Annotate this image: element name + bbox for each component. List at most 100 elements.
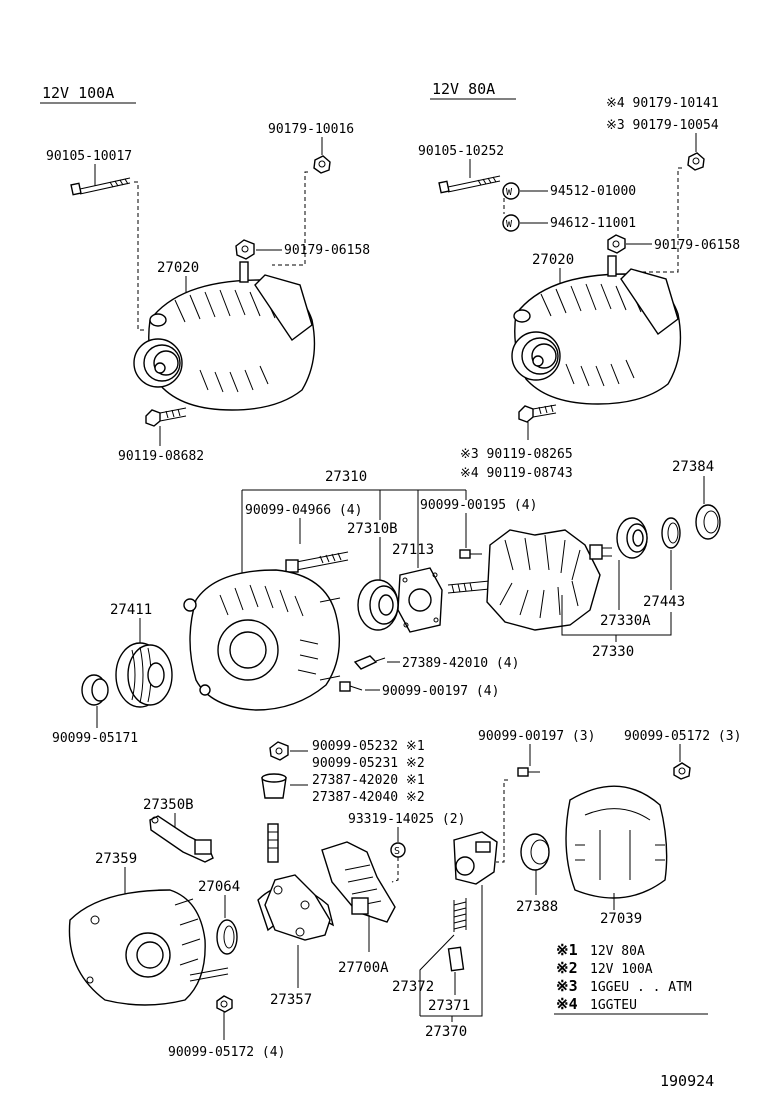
insulator-icon-27389-42010: [353, 655, 386, 670]
legend-text-2: 12V 100A: [590, 962, 653, 977]
label-27388: 27388: [516, 899, 558, 915]
nut-icon-90179-06158-right: [607, 234, 626, 254]
screw-icon-90099-00195: [459, 549, 482, 559]
rotor-icon-27330A: [447, 529, 612, 631]
bearing-icon-27388: [520, 833, 550, 871]
label-note3-90179-10054: ※3 90179-10054: [606, 118, 719, 133]
label-90099-05231: 90099-05231 ※2: [312, 756, 425, 771]
spring-icon-27372: [453, 898, 467, 932]
bolt-icon-90119-08682: [145, 407, 187, 427]
label-90179-06158-left: 90179-06158: [284, 243, 370, 258]
legend: ※1 12V 80A ※2 12V 100A ※3 1GGEU . . ATM …: [554, 941, 708, 1015]
dash-nut-left: [272, 171, 308, 266]
nut-icon-90099-05232: [269, 741, 289, 761]
bearing-cover-icon-27443: [661, 517, 681, 549]
bracket-27370: [420, 885, 483, 1017]
label-90105-10017: 90105-10017: [46, 149, 132, 164]
label-27357: 27357: [270, 992, 312, 1008]
bearing-icon-27310B: [357, 579, 399, 631]
legend-mark-1: ※1: [556, 941, 578, 959]
screw-icon-90099-00197-4: [339, 681, 363, 692]
label-27064: 27064: [198, 879, 240, 895]
label-27384: 27384: [672, 459, 714, 475]
rear-cover-icon-27039: [565, 785, 668, 899]
seal-icon-27064: [216, 919, 238, 955]
rear-housing-icon-27359: [68, 889, 229, 1006]
rectifier-icon-27357: [257, 823, 335, 941]
terminal-plate-icon-27350B: [149, 815, 214, 863]
label-27020-left: 27020: [157, 260, 199, 276]
label-note3-90119-08265: ※3 90119-08265: [460, 447, 573, 462]
svg-text:W: W: [506, 219, 513, 230]
svg-text:W: W: [506, 187, 513, 198]
dash-bolt-left: [134, 181, 146, 331]
nut-icon-90179-06158-left: [235, 239, 255, 260]
pulley-icon-27411: [115, 642, 173, 708]
label-90099-00197-3: 90099-00197 (3): [478, 729, 595, 744]
label-note4-90119-08743: ※4 90119-08743: [460, 466, 573, 481]
label-90179-10016: 90179-10016: [268, 122, 354, 137]
alternator-assembly-icon-left: [133, 261, 316, 411]
label-27387-42040: 27387-42040 ※2: [312, 790, 425, 805]
alternator-assembly-icon-right: [511, 255, 682, 405]
bearing-icon-rear: [616, 517, 648, 559]
label-90179-06158-right: 90179-06158: [654, 238, 740, 253]
bolt-icon-90119-08265: [518, 404, 557, 423]
label-27310B: 27310B: [347, 521, 398, 537]
label-27330: 27330: [592, 644, 634, 660]
nut-icon-90179-10016: [313, 155, 331, 174]
label-27310: 27310: [325, 469, 367, 485]
dash-nut-right: [632, 167, 682, 273]
legend-mark-3: ※3: [556, 977, 578, 995]
insulator-icon-27387: [261, 773, 287, 799]
label-27039: 27039: [600, 911, 642, 927]
screw-icon-93319-14025: S: [390, 842, 406, 858]
legend-text-4: 1GGTEU: [590, 998, 637, 1013]
label-27020-right: 27020: [532, 252, 574, 268]
legend-text-3: 1GGEU . . ATM: [590, 980, 692, 995]
washer-icon-94512-01000: W: [502, 182, 520, 200]
label-27411: 27411: [110, 602, 152, 618]
label-90099-04966: 90099-04966 (4): [245, 503, 362, 518]
cover-icon-27384: [695, 504, 721, 540]
nut-icon-90099-05172-3: [673, 762, 691, 780]
legend-mark-2: ※2: [556, 959, 578, 977]
front-housing-icon: [183, 569, 341, 711]
label-90099-00197-4: 90099-00197 (4): [382, 684, 499, 699]
label-94512-01000: 94512-01000: [550, 184, 636, 199]
label-27330A: 27330A: [600, 613, 651, 629]
label-90099-05232: 90099-05232 ※1: [312, 739, 425, 754]
label-27370: 27370: [425, 1024, 467, 1040]
label-90099-05172-4: 90099-05172 (4): [168, 1045, 285, 1060]
nut-icon-90179-10141: [687, 152, 705, 171]
pulley-nut-icon-90099-05171: [81, 674, 109, 706]
svg-text:S: S: [394, 846, 400, 857]
label-27371: 27371: [428, 998, 470, 1014]
label-27113: 27113: [392, 542, 434, 558]
label-90119-08682: 90119-08682: [118, 449, 204, 464]
dash-90099-00197-3: [496, 779, 508, 863]
label-90105-10252: 90105-10252: [418, 144, 504, 159]
brush-holder-icon-27370: [453, 831, 498, 885]
label-27389-42010: 27389-42010 (4): [402, 656, 519, 671]
label-94612-11001: 94612-11001: [550, 216, 636, 231]
regulator-icon-27700A: [321, 841, 396, 923]
leader-27372: [419, 934, 455, 1016]
dash-93319: [391, 857, 399, 883]
label-27443: 27443: [643, 594, 685, 610]
stud-bolt-icon-90099-04966: [285, 551, 349, 573]
label-note4-90179-10141: ※4 90179-10141: [606, 96, 719, 111]
through-bolt-icon-right: [438, 175, 501, 194]
label-90099-05172-3: 90099-05172 (3): [624, 729, 741, 744]
label-90099-00195: 90099-00195 (4): [420, 498, 537, 513]
screw-icon-90099-00197-3: [517, 767, 540, 777]
label-27387-42020: 27387-42020 ※1: [312, 773, 425, 788]
diagram-code: 190924: [660, 1072, 714, 1090]
retainer-plate-icon-27113: [397, 567, 443, 633]
label-27700A: 27700A: [338, 960, 389, 976]
legend-text-1: 12V 80A: [590, 944, 645, 959]
through-bolt-icon-left: [70, 177, 131, 196]
washer-icon-94612-11001: W: [502, 214, 520, 232]
nut-icon-90099-05172-4: [216, 995, 233, 1013]
